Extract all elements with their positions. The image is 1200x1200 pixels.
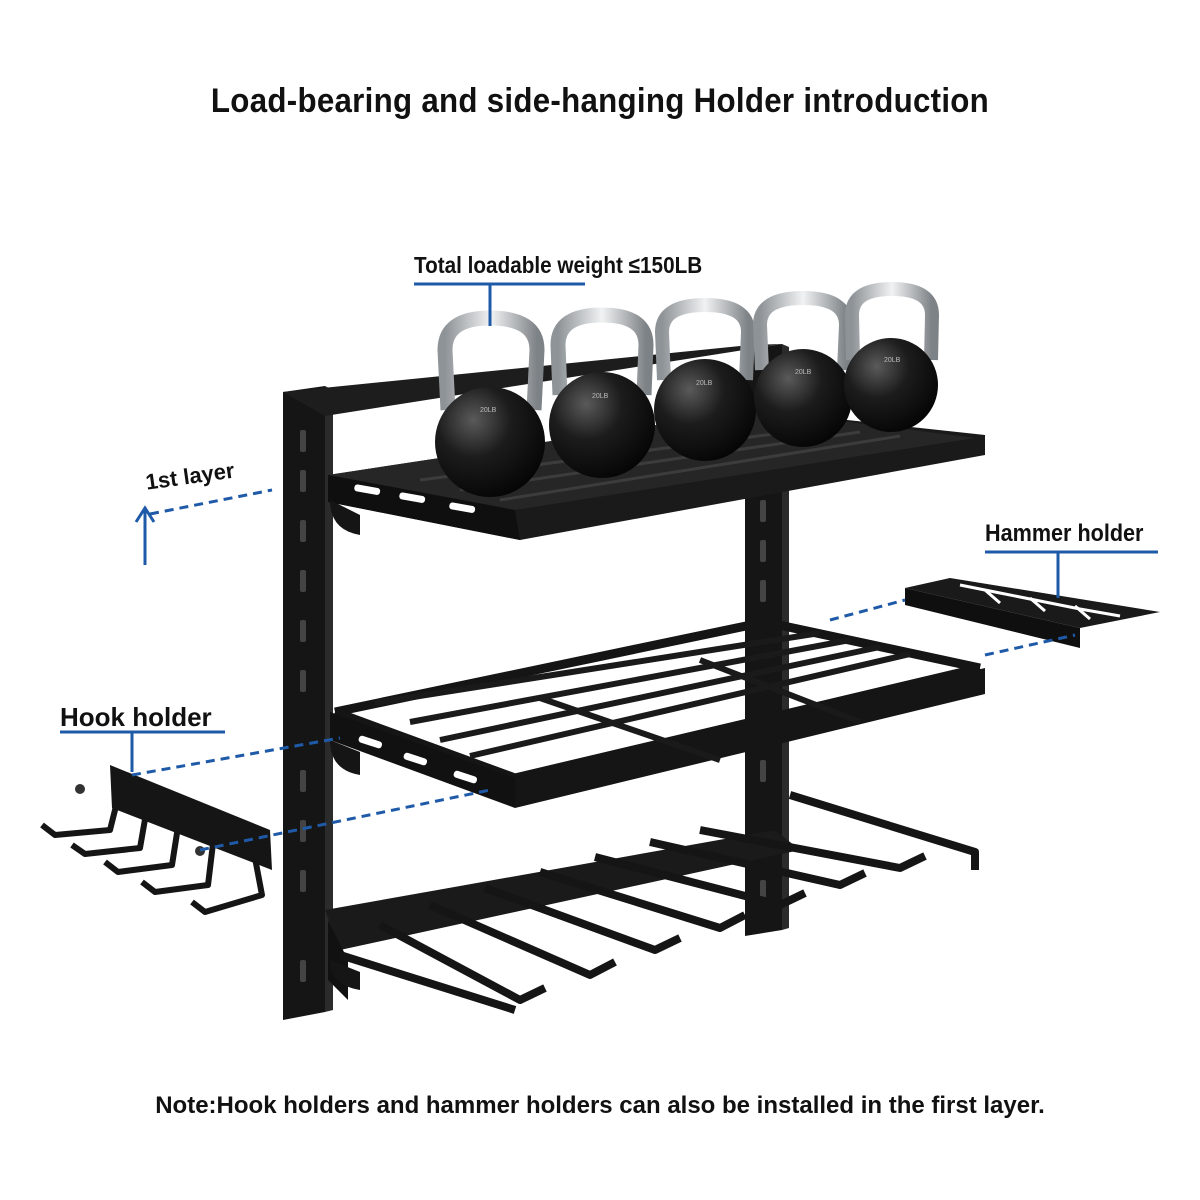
kettlebell: 20LB bbox=[435, 310, 545, 497]
hook-holder-label: Hook holder bbox=[60, 702, 212, 732]
kettlebell-mark: 20LB bbox=[592, 393, 609, 400]
kettlebell: 20LB bbox=[549, 307, 655, 478]
kettlebell-mark: 20LB bbox=[884, 357, 901, 364]
kettlebells: 20LB 20LB 20LB 20LB 20LB bbox=[435, 281, 940, 497]
middle-shelf bbox=[330, 617, 985, 808]
kettlebell: 20LB bbox=[752, 290, 854, 447]
hammer-holder bbox=[621, 578, 1160, 648]
page-title: Load-bearing and side-hanging Holder int… bbox=[210, 82, 990, 120]
kettlebell: 20LB bbox=[654, 297, 756, 461]
bottom-shelf bbox=[325, 791, 979, 1014]
total-weight-label: Total loadable weight ≤150LB bbox=[414, 252, 703, 278]
kettlebell-mark: 20LB bbox=[696, 380, 713, 387]
hook-holder bbox=[40, 765, 272, 915]
kettlebell: 20LB bbox=[844, 281, 940, 432]
callout-lines bbox=[60, 282, 1158, 852]
installation-note: Note:Hook holders and hammer holders can… bbox=[155, 1092, 1045, 1119]
kettlebell-mark: 20LB bbox=[480, 407, 497, 414]
kettlebell-mark: 20LB bbox=[795, 369, 812, 376]
hammer-holder-label: Hammer holder bbox=[985, 520, 1144, 547]
